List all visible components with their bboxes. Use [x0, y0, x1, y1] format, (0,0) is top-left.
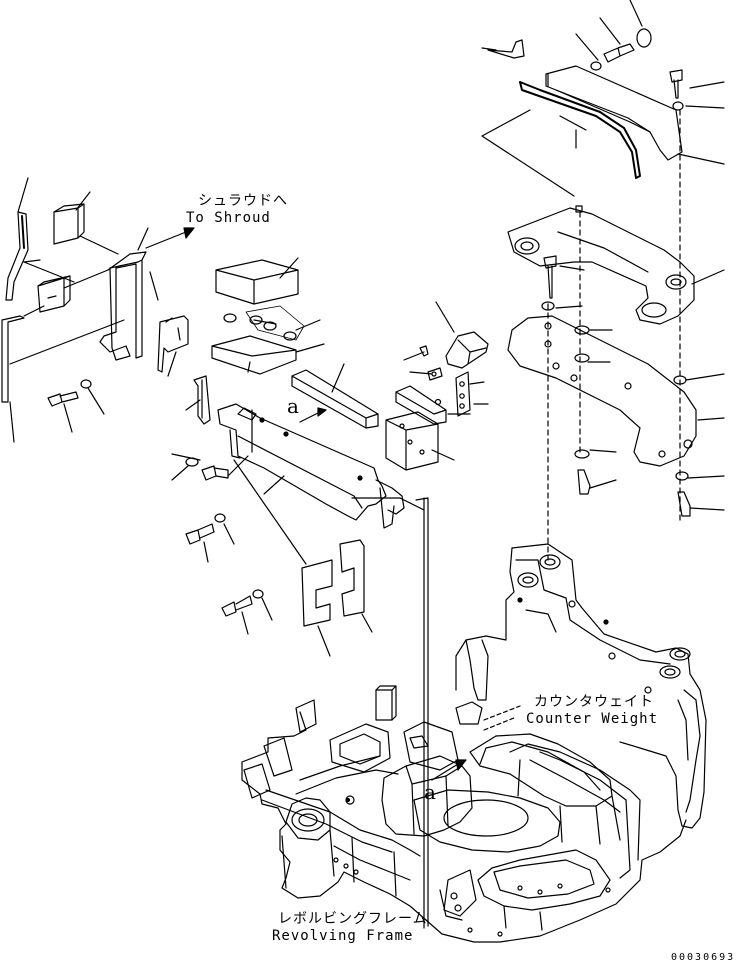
- plate-piece: [455, 371, 471, 417]
- cap-part: [636, 28, 652, 48]
- bolt-part: [47, 391, 79, 407]
- bolt-part: [677, 491, 691, 517]
- bolt-part: [603, 43, 635, 63]
- upper-cover-part: [545, 65, 683, 161]
- frame-outline-right: [425, 819, 687, 943]
- rubber-seal-strip-part: [5, 211, 29, 301]
- top-pad-part: [215, 259, 299, 305]
- bolt-part: [577, 469, 591, 495]
- pin-part: [487, 39, 525, 59]
- view-marker-a-upper: a: [287, 394, 299, 418]
- counterweight-body: [455, 543, 707, 829]
- deck-plate: [329, 723, 391, 773]
- bottom-pocket: [477, 849, 611, 911]
- upper-bracket-plate-part: [507, 207, 695, 325]
- counterweight-label-en: Counter Weight: [526, 711, 659, 727]
- spacer-plate-part: [301, 559, 333, 627]
- post-part: [375, 689, 393, 721]
- cushion-part: [37, 275, 71, 313]
- bolt-part: [221, 595, 253, 617]
- rear-deck: [469, 733, 613, 807]
- plate-part: [211, 335, 297, 375]
- swing-circle: [413, 789, 561, 853]
- bolt-part: [201, 465, 229, 481]
- drawing-number: 00030693: [671, 952, 736, 963]
- bolt-part: [669, 69, 683, 99]
- bolt-part: [185, 523, 215, 545]
- disc-part: [223, 313, 237, 323]
- frame-label-en: Revolving Frame: [272, 928, 414, 944]
- center-cover-assembly: [171, 257, 489, 929]
- spacer-block-part: [339, 539, 365, 617]
- pad-block-part: [53, 203, 85, 245]
- pin-part: [419, 345, 429, 357]
- frame-label-jp: レボルビングフレーム: [278, 911, 428, 927]
- counterweight-bracket-assembly: [481, 0, 725, 561]
- clip-part: [193, 375, 211, 425]
- counterweight-outline: [511, 543, 707, 829]
- bracket-part: [295, 699, 317, 733]
- strip-part: [395, 385, 447, 425]
- cover-plate-part: [217, 403, 387, 521]
- view-marker-a-lower: a: [424, 780, 436, 804]
- cap-part: [445, 331, 489, 369]
- frame-outline-left: [241, 711, 427, 921]
- shroud-label-jp: シュラウドへ: [198, 193, 288, 209]
- revolving-frame: [241, 685, 687, 943]
- long-bar-part: [291, 369, 379, 429]
- washer-part: [80, 379, 92, 389]
- shroud-label-en: To Shroud: [186, 210, 271, 226]
- hinge-block-part: [157, 315, 189, 373]
- rod-part: [1, 315, 25, 403]
- left-bracket-assembly: [1, 177, 195, 443]
- bracket-piece: [427, 367, 443, 381]
- thick-pad-part: [385, 411, 439, 471]
- bolt-part: [543, 255, 557, 299]
- edge-trim-part: [519, 81, 641, 179]
- bracket-part: [443, 869, 477, 917]
- vertical-bracket-part: [99, 259, 143, 361]
- counterweight-label-jp: カウンタウェイト: [534, 694, 654, 710]
- lower-bracket-plate-part: [507, 315, 697, 467]
